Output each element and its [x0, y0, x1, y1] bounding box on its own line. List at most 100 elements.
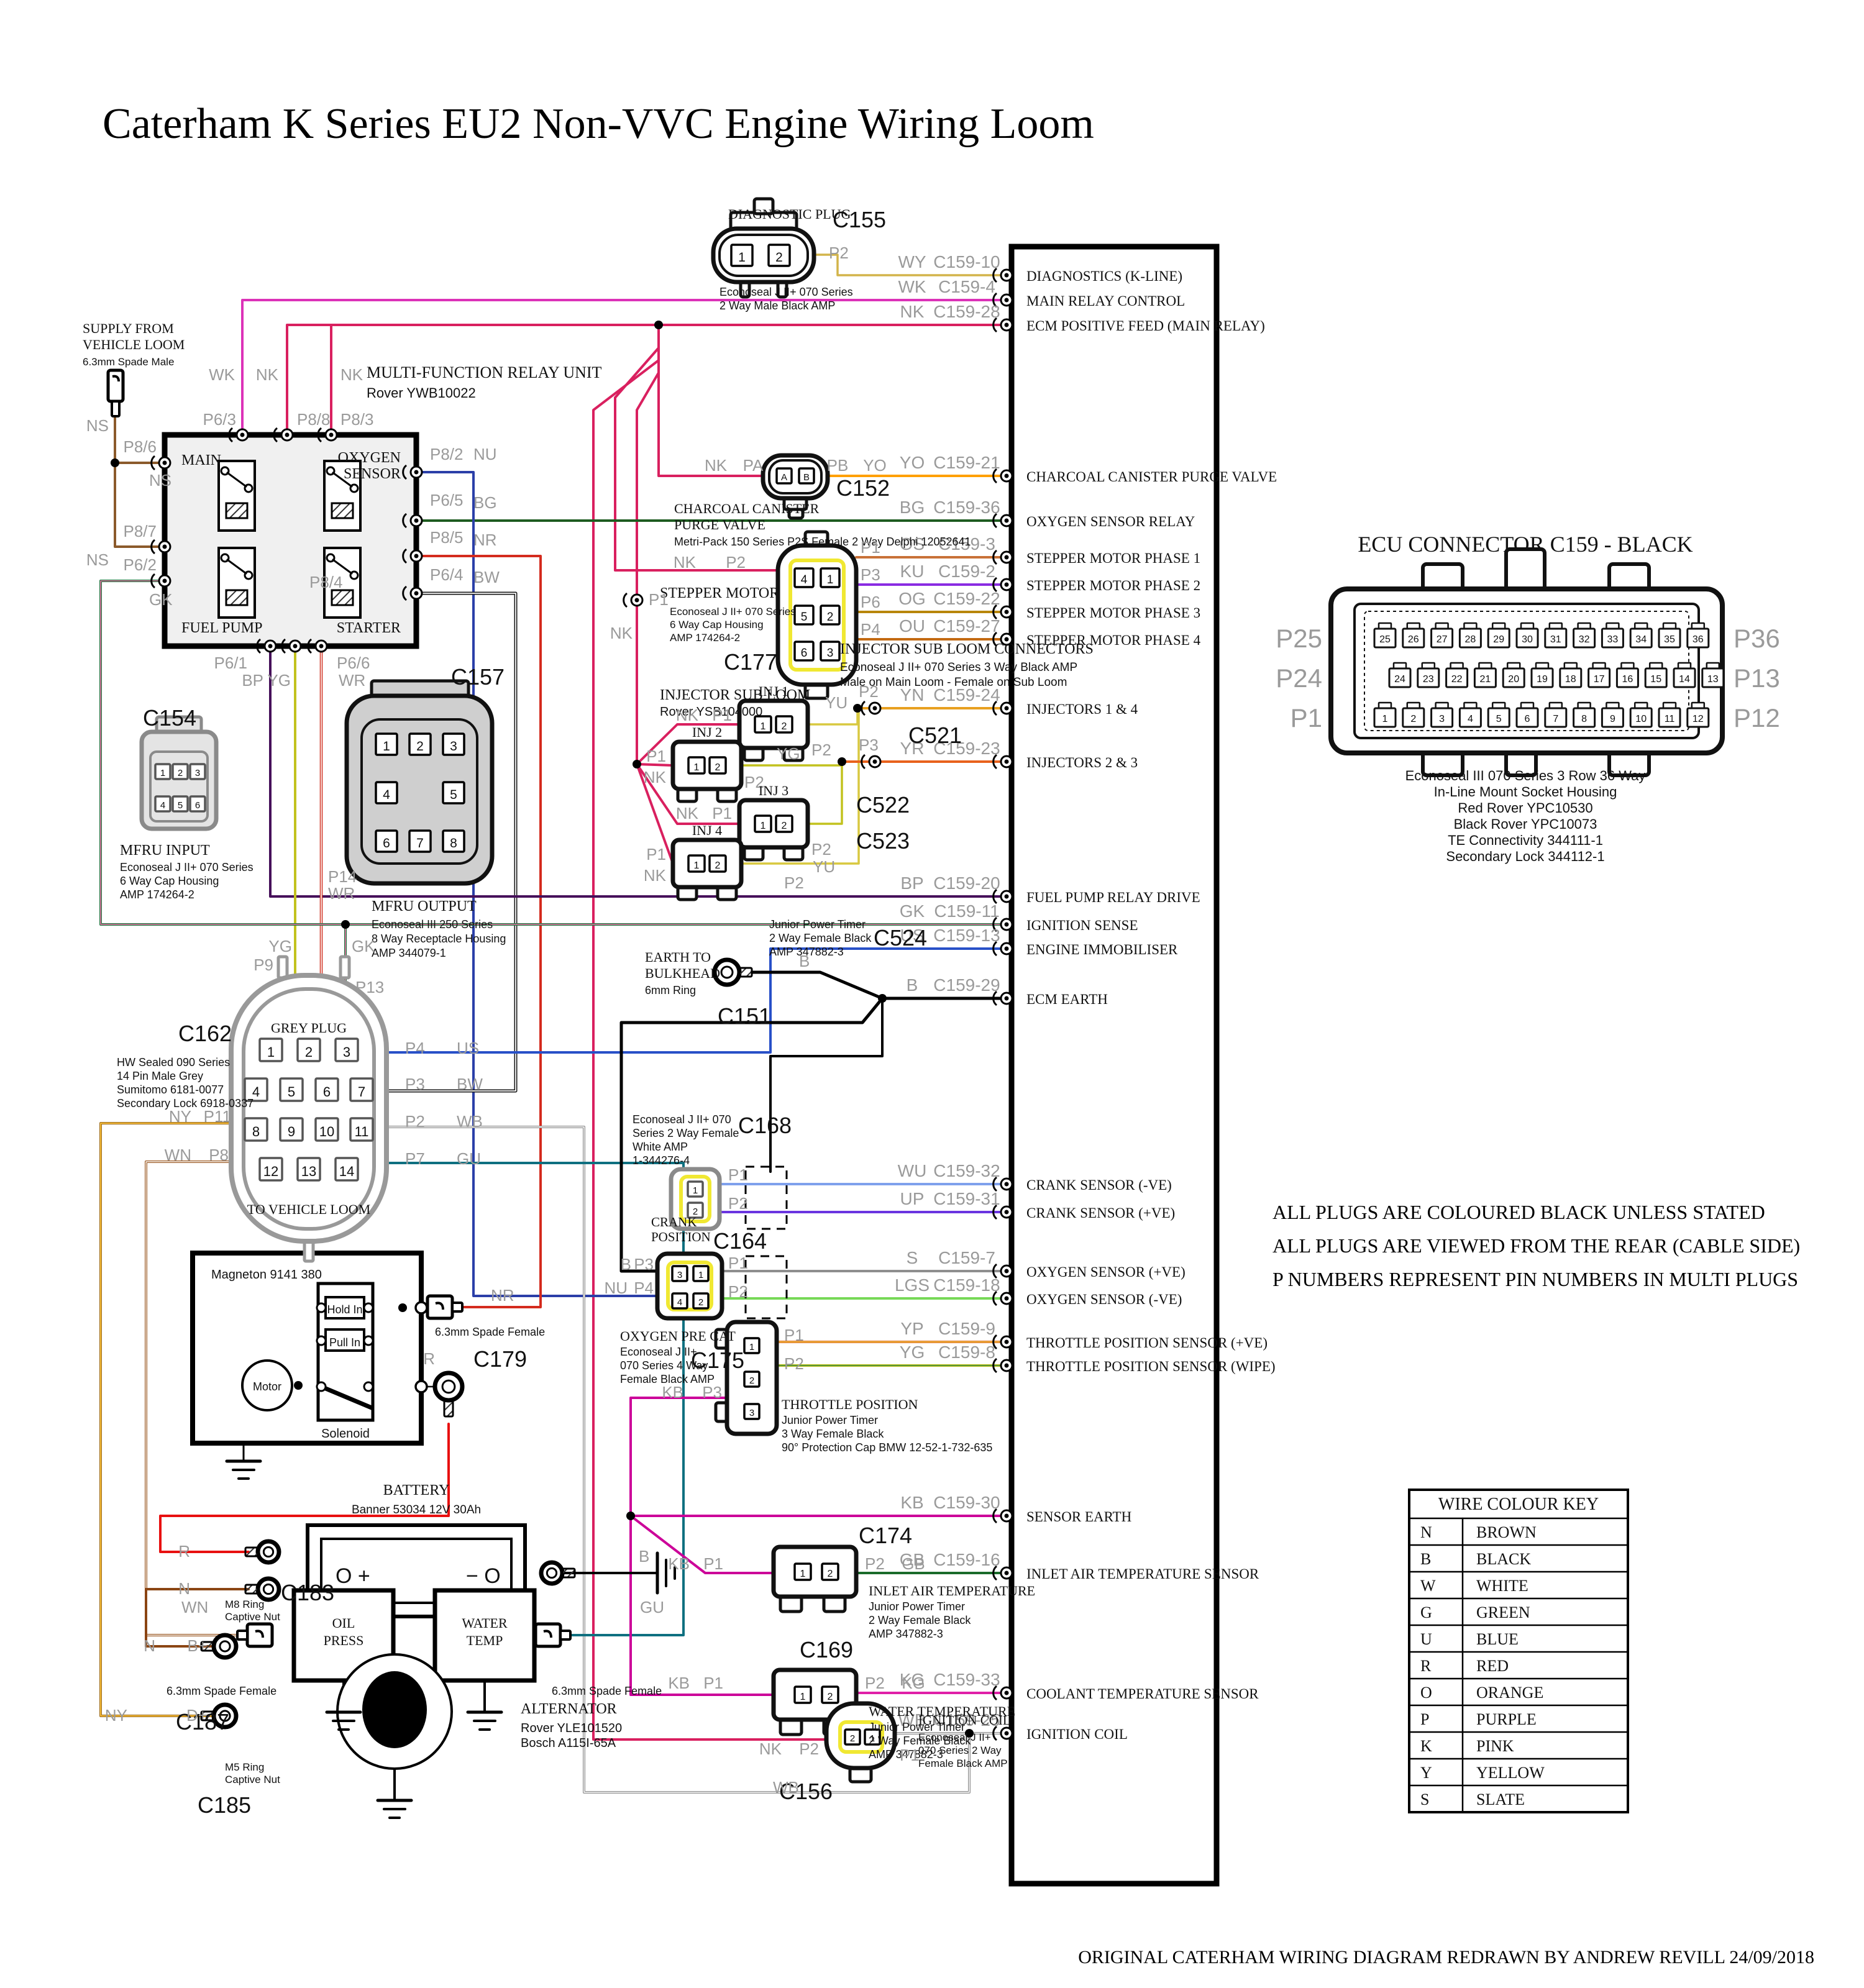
label: WN — [165, 1146, 191, 1164]
wire-code: YO — [900, 453, 925, 472]
ecm-pin-code: C159-4 — [938, 277, 995, 296]
ecu-pin-number: 7 — [1553, 714, 1558, 724]
label: P2 — [865, 1674, 885, 1692]
label: OXYGEN PRE CAT — [620, 1328, 736, 1344]
ecu-pin-number: 35 — [1664, 634, 1675, 645]
label: GK — [352, 937, 375, 955]
c169-plug — [771, 1667, 859, 1722]
label: Econoseal J II+ 070 Series — [670, 606, 796, 618]
label: P2 — [744, 773, 764, 791]
label: GB — [902, 1554, 925, 1573]
c174-plug-tab — [779, 1595, 803, 1613]
label: P2 — [811, 840, 831, 859]
bat-n-ring-hole — [262, 1583, 275, 1595]
inj4-plug — [670, 837, 744, 890]
ecm-terminal-C159-24-pin — [1004, 706, 1009, 711]
ecm-terminal-C159-9-pin — [1004, 1339, 1009, 1344]
label: AMP 347882-3 — [769, 946, 844, 958]
oil-spade-stem — [236, 1630, 249, 1641]
ecm-label-C159-2: STEPPER MOTOR PHASE 2 — [1026, 578, 1200, 593]
ecu-pin-number: 9 — [1610, 714, 1615, 724]
key-code: W — [1420, 1577, 1436, 1595]
wire-code: YG — [900, 1343, 925, 1362]
pin-terminal — [402, 585, 408, 601]
label: N — [178, 1579, 190, 1598]
kb-c169 — [629, 1515, 775, 1696]
label: M5 Ring — [225, 1761, 264, 1773]
pin-number: 1 — [761, 821, 766, 831]
wb-c162-inner — [386, 1126, 970, 1793]
ecm-terminal-C159-25 — [992, 1725, 998, 1741]
label: Captive Nut — [225, 1611, 280, 1623]
pin-terminal-pin — [162, 544, 167, 549]
key-colour: PINK — [1476, 1737, 1514, 1755]
ecm-label-C159-11: IGNITION SENSE — [1026, 918, 1138, 933]
water-spade-stem — [559, 1630, 572, 1641]
label: NK — [610, 624, 633, 642]
pin-number: 1 — [694, 860, 700, 871]
ecm-label-C159-25: IGNITION COIL — [1026, 1726, 1128, 1742]
label: Sumitomo 6181-0077 — [117, 1083, 224, 1096]
ecm-pin-code: C159-8 — [938, 1343, 995, 1362]
ecu-pin-number: 17 — [1594, 674, 1605, 685]
label: 6.3mm Spade Female — [552, 1685, 662, 1697]
pin-2 — [775, 814, 793, 833]
ecm-label-C159-27: STEPPER MOTOR PHASE 4 — [1026, 632, 1201, 648]
ecm-terminal-C159-11-pin — [1004, 922, 1009, 927]
water-temp-box — [432, 1588, 537, 1683]
ny-inner — [100, 1123, 234, 1717]
label: P3 — [405, 1075, 425, 1093]
pin-2 — [821, 1562, 839, 1581]
ecu-pin-17 — [1588, 667, 1611, 688]
label: 6.3mm Spade Female — [435, 1326, 545, 1338]
ecu-pin-number: 18 — [1565, 674, 1576, 685]
label: Captive Nut — [225, 1774, 280, 1785]
label: INLET AIR TEMPERATURE — [869, 1583, 1035, 1598]
label: KG — [902, 1674, 925, 1692]
label: Hold In — [327, 1303, 362, 1316]
label: NK — [676, 706, 699, 724]
label: P1 — [861, 538, 880, 557]
ecm-terminal-C159-11 — [992, 916, 998, 932]
ecu-pin-number: 16 — [1622, 674, 1633, 685]
label: NS — [149, 471, 171, 490]
label: STEPPER MOTOR — [660, 585, 779, 601]
label: INJ 4 — [692, 823, 722, 838]
ecm-pin-code: C159-13 — [933, 926, 1000, 945]
ecm-label-C159-22: STEPPER MOTOR PHASE 3 — [1026, 605, 1200, 621]
ecu-pin-number: 34 — [1635, 634, 1647, 645]
key-colour: BLUE — [1476, 1630, 1519, 1648]
key-colour: YELLOW — [1476, 1764, 1545, 1782]
label: Rover YSB104000 — [660, 705, 762, 719]
pin-2 — [743, 1370, 761, 1388]
pullin-box — [324, 1328, 365, 1352]
ecu-pin-5 — [1487, 707, 1510, 728]
yg-inj3 — [806, 760, 843, 825]
pin-14 — [334, 1157, 359, 1182]
key-code: O — [1420, 1684, 1432, 1702]
pin-number: 7 — [416, 836, 424, 850]
label: C523 — [856, 828, 910, 854]
label: MFRU OUTPUT — [372, 898, 477, 914]
pin-1 — [754, 715, 772, 734]
label: TEMP — [467, 1633, 503, 1648]
relay-coil — [225, 502, 249, 519]
pin-terminal-pin — [414, 518, 419, 523]
label: NS — [86, 416, 109, 435]
label: P2 — [865, 1554, 885, 1573]
bw-inner — [386, 593, 516, 1092]
pin-3 — [743, 1403, 761, 1420]
ecu-row-label: P1 — [1291, 703, 1322, 732]
wire-code: NK — [900, 302, 925, 321]
pin-number: 13 — [301, 1164, 316, 1179]
label: NU — [604, 1279, 628, 1297]
wn-inner — [145, 1161, 248, 1636]
ecm-terminal-C159-32-pin — [1004, 1182, 1009, 1187]
c164-plug-seal — [666, 1261, 713, 1311]
ecm-terminal-C159-31-pin — [1004, 1210, 1009, 1215]
ecu-pin-number: 8 — [1581, 714, 1587, 724]
pin-2 — [708, 756, 727, 775]
pin-terminal-pin — [293, 644, 298, 649]
